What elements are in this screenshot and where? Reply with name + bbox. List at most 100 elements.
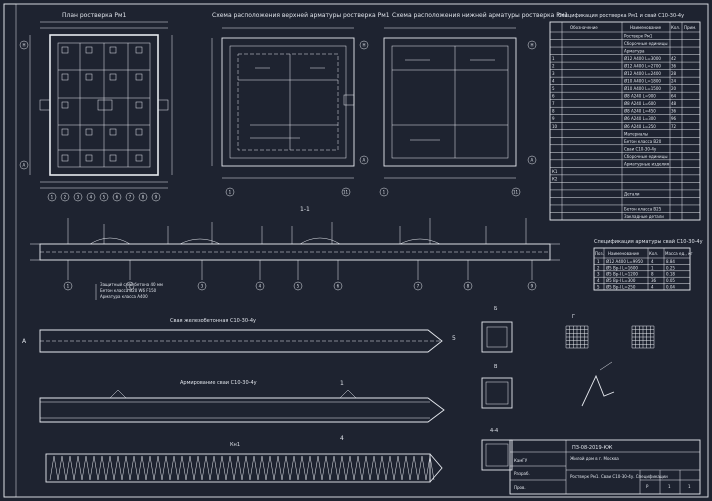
spec-pile-header-1: Поз. bbox=[595, 251, 604, 256]
section-axis-8: 8 bbox=[467, 284, 470, 289]
spec-main-cell: 72 bbox=[671, 124, 677, 129]
spec-main-cell: 20 bbox=[671, 86, 677, 91]
sheets-total: 1 bbox=[688, 484, 691, 489]
axis-label-row-top-3: Н bbox=[531, 43, 534, 48]
spiral-rebar bbox=[49, 455, 435, 481]
axis-label-col-1: 1 bbox=[51, 195, 54, 200]
section-mark-1: 1 bbox=[340, 380, 344, 387]
spec-main-cell: Сваи С10-30-4у bbox=[624, 146, 657, 151]
plan-top-reinforcement: Схема расположения верхней арматуры рост… bbox=[211, 12, 390, 197]
spec-pile-cell: Ø5 Вр-I L=1200 bbox=[606, 272, 638, 277]
pile-title-2: Армирование сваи С10-30-4у bbox=[180, 380, 257, 386]
spec-main-cell: 64 bbox=[671, 94, 677, 99]
binding-strip bbox=[3, 3, 17, 498]
axis-label-col-first-2: 1 bbox=[229, 190, 232, 195]
axis-label-row-bottom-3: А bbox=[531, 158, 534, 163]
axis-label-col-3: 3 bbox=[77, 195, 80, 200]
spec-pile-cell: 8.84 bbox=[666, 259, 675, 264]
spec-pile-cell: 2 bbox=[597, 265, 600, 270]
spec-main-cell: Материалы bbox=[624, 131, 648, 136]
axis-label-col-2: 2 bbox=[64, 195, 67, 200]
spec-main-cell: 36 bbox=[671, 64, 677, 69]
spec-pile-cell: 5 bbox=[597, 285, 600, 290]
spec-pile-header-4: Масса ед., кг bbox=[665, 251, 693, 256]
axis-label-row-top-2: Н bbox=[363, 43, 366, 48]
pile-title-3: Кн1 bbox=[230, 442, 240, 448]
spec-main-cell: Ø8 А240 L=450 bbox=[624, 109, 656, 114]
spec-main-cell: Сборочные единицы bbox=[624, 154, 667, 159]
spec-main-cell: 6 bbox=[552, 94, 555, 99]
spec-main-cell: Ø12 А400 L=2400 bbox=[624, 71, 661, 76]
section-axis-9: 9 bbox=[531, 284, 534, 289]
axis-label-col-6: 6 bbox=[116, 195, 119, 200]
spec-pile-cell: 4 bbox=[651, 259, 654, 264]
axis-label-row-top: Н bbox=[23, 43, 26, 48]
section-axis-3: 3 bbox=[201, 284, 204, 289]
spec-pile-header-3: Кол. bbox=[649, 251, 658, 256]
project-name: Жилой дом в г. Москва bbox=[570, 456, 619, 461]
plan-title-1: План ростверка Рм1 bbox=[62, 12, 127, 19]
spec-main-cell: Бетон класса В25 bbox=[624, 206, 662, 211]
spec-pile-cell: 1 bbox=[651, 265, 654, 270]
section-axis-5: 5 bbox=[297, 284, 300, 289]
section-mark-G: Г bbox=[572, 314, 575, 320]
spec-pile-cell: 0.05 bbox=[666, 278, 675, 283]
spec-main-cell: Ростверк Рм1 bbox=[624, 34, 653, 39]
spec-main-cell: Ø8 А240 L=600 bbox=[624, 101, 656, 106]
spec-main-cell: Ø10 А400 L=1800 bbox=[624, 79, 661, 84]
spec-main-cell: 48 bbox=[671, 101, 677, 106]
spec-pile-cell: 3 bbox=[597, 272, 600, 277]
spec-pile-cell: Ø12 А400 L=9950 bbox=[606, 259, 643, 264]
axis-label-col-5: 5 bbox=[103, 195, 106, 200]
spec-main-cell: 2 bbox=[552, 64, 555, 69]
spec-main-cell: Бетон класса В20 bbox=[624, 139, 662, 144]
pile-elevation: Свая железобетонная С10-30-4у 5 А bbox=[22, 318, 456, 353]
spec-pile-cell: Ø5 Вр-I L=250 bbox=[606, 285, 636, 290]
spec-main-cell: К2 bbox=[552, 176, 558, 181]
spec-main-cell: 8 bbox=[552, 109, 555, 114]
section-mark-1-1: 1-1 bbox=[300, 206, 310, 213]
plan-grillage: План ростверка Рм1 bbox=[19, 12, 173, 202]
spec-main-cell: 42 bbox=[671, 56, 677, 61]
section-mark-4-4: 4-4 bbox=[490, 428, 498, 434]
spec-main-cell: Сборочные единицы bbox=[624, 41, 667, 46]
spec-pile-cell: 4 bbox=[597, 278, 600, 283]
section-axis-7: 7 bbox=[417, 284, 420, 289]
spec-main-header-2: Наименование bbox=[630, 25, 662, 30]
spec-pile-cell: Ø5 Вр-I L=1600 bbox=[606, 265, 638, 270]
spec-main-cell: 28 bbox=[671, 71, 677, 76]
note-1: Защитный слой бетона 40 мм bbox=[100, 282, 163, 287]
section-axis-4: 4 bbox=[259, 284, 262, 289]
section-1-1: 1-1 1 2 3 4 5 6 7 8 9 bbox=[30, 206, 560, 300]
spec-main-header-1: Обозначение bbox=[570, 25, 598, 30]
section-mark-A: А bbox=[22, 338, 27, 345]
spec-main-cell: Ø8 А240 L=900 bbox=[624, 94, 656, 99]
pile-title-1: Свая железобетонная С10-30-4у bbox=[170, 318, 256, 324]
spec-table-pile: Спецификация арматуры свай С10-30-4у Поз… bbox=[593, 238, 703, 291]
axis-label-row-bottom: А bbox=[23, 163, 26, 168]
spec-main-cell: Закладные детали bbox=[624, 214, 664, 219]
spec-pile-cell: 4 bbox=[651, 285, 654, 290]
section-axis-6: 6 bbox=[337, 284, 340, 289]
spec-pile-title: Спецификация арматуры свай С10-30-4у bbox=[594, 238, 703, 245]
axis-label-col-7: 7 bbox=[129, 195, 132, 200]
axis-label-row-bottom-2: А bbox=[363, 158, 366, 163]
spec-main-cell: 36 bbox=[671, 109, 677, 114]
spec-main-cell: Арматура bbox=[624, 49, 645, 54]
section-mark-B: Б bbox=[494, 306, 498, 312]
axis-label-col-last-3: 11 bbox=[513, 190, 519, 195]
axis-label-col-8: 8 bbox=[142, 195, 145, 200]
organization: КамГУ bbox=[514, 458, 528, 463]
developer-role: Разраб. bbox=[514, 471, 530, 476]
spec-main-cell: 7 bbox=[552, 101, 555, 106]
spec-main-cell: 5 bbox=[552, 86, 555, 91]
doc-code: ПЗ-08-2019-КЖ bbox=[572, 445, 613, 451]
spec-main-cell: Детали bbox=[624, 191, 640, 196]
pile-reinforcement: Армирование сваи С10-30-4у 1 4 bbox=[39, 380, 445, 442]
spec-main-cell: 96 bbox=[671, 116, 677, 121]
spec-main-cell: Арматурные изделия bbox=[624, 161, 670, 166]
spec-pile-cell: Ø5 Вр-I L=300 bbox=[606, 278, 636, 283]
spec-main-header-4: Прим. bbox=[684, 25, 696, 30]
mesh-c2 bbox=[631, 325, 655, 349]
